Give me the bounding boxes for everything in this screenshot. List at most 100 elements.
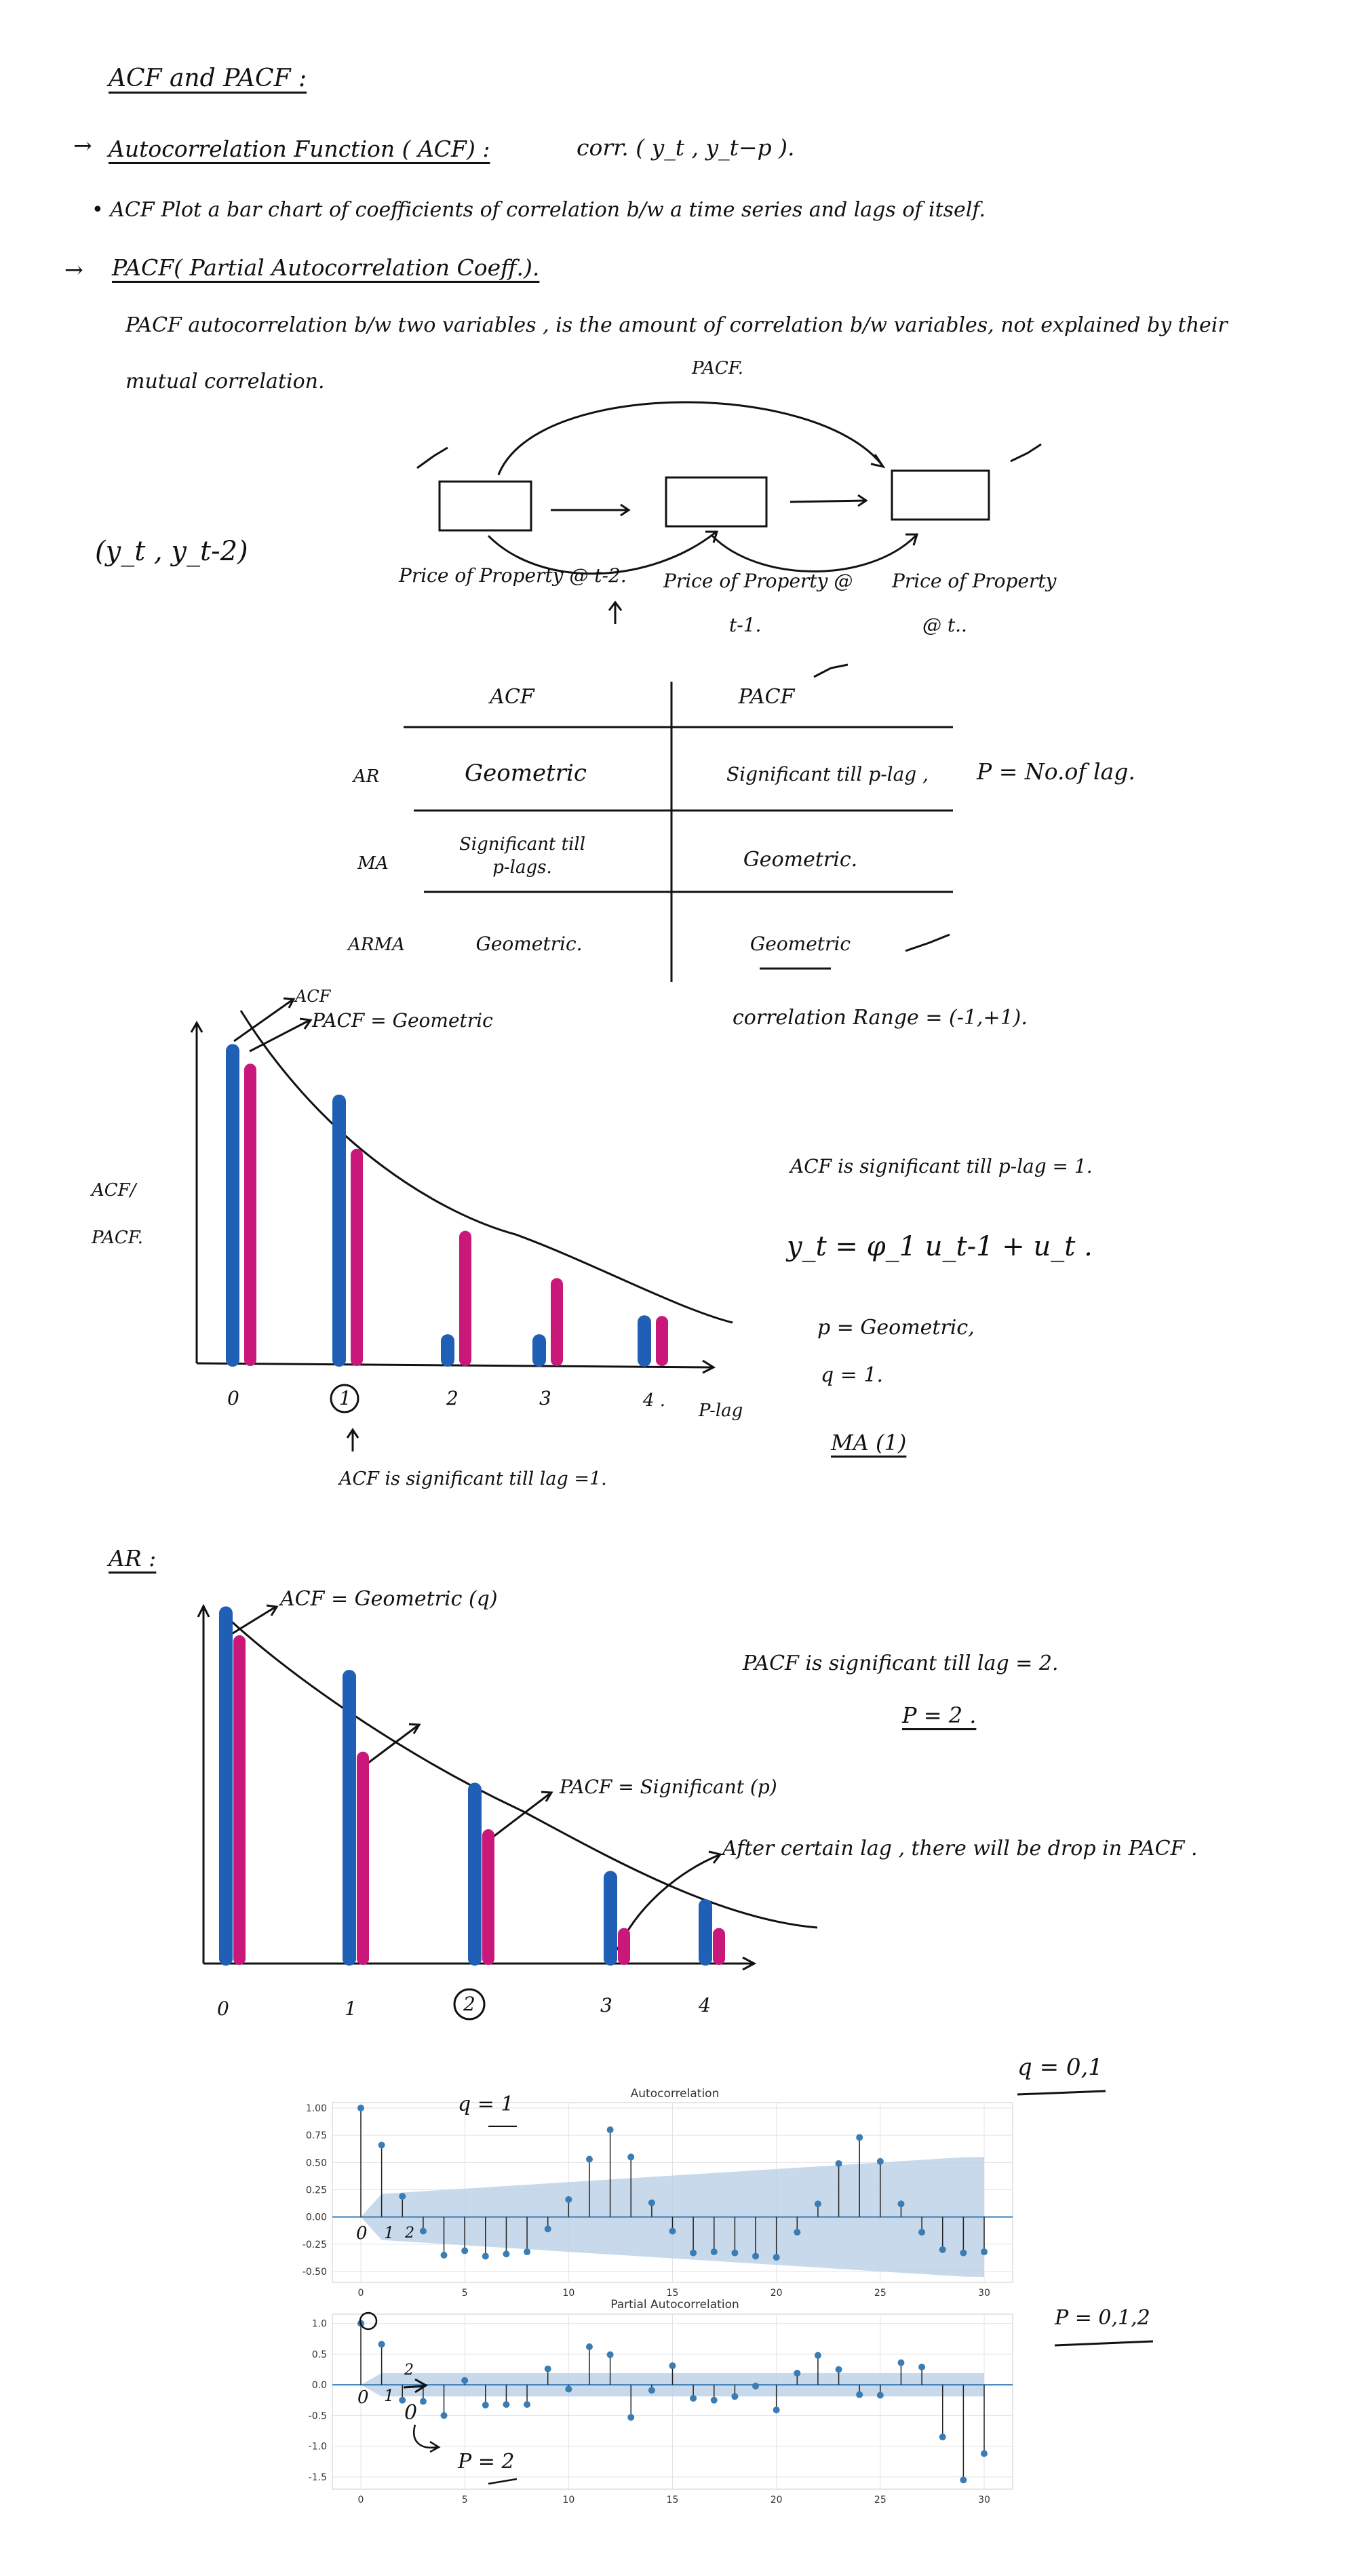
pacf-point [399, 2396, 406, 2404]
pacf-point [524, 2401, 531, 2408]
pacf-xtick-label: 25 [874, 2495, 886, 2505]
acf-ytick-label: 0.50 [306, 2158, 327, 2168]
ma-note-2: y_t = φ_1 u_t-1 + u_t . [787, 1231, 1093, 1262]
pacf-point [606, 2351, 614, 2358]
acf-point [690, 2249, 697, 2257]
table-cell-acf: Significant till p-lags. [459, 834, 586, 878]
acf-point [918, 2229, 926, 2236]
table-cell-acf: Geometric. [475, 933, 583, 955]
acf-lag-0: 0 [356, 2223, 368, 2244]
ma-note-3: p = Geometric, [817, 1316, 975, 1340]
acf-point [876, 2158, 884, 2165]
pacf-point [627, 2414, 635, 2421]
pacf-point [690, 2395, 697, 2402]
pacf-xtick-label: 30 [978, 2495, 990, 2505]
ma-note-4: q = 1. [821, 1363, 884, 1387]
ma-pacf-label: PACF = Geometric [312, 1009, 493, 1032]
pacf-point [710, 2396, 718, 2404]
acf-xtick-label: 5 [462, 2288, 468, 2299]
box2-label: Price of Property @ [663, 570, 853, 592]
acf-xtick-label: 20 [771, 2288, 783, 2299]
pacf-point [960, 2476, 967, 2484]
pacf-point [482, 2401, 489, 2408]
pacf-point [856, 2391, 863, 2398]
ma-note-5: MA (1) [831, 1430, 907, 1456]
pacf-point [835, 2366, 842, 2373]
acf-point [897, 2200, 905, 2208]
acf-point [461, 2247, 469, 2255]
acf-bullet: • ACF Plot a bar chart of coefficients o… [92, 198, 986, 222]
pacf-xtick-label: 20 [771, 2495, 783, 2505]
acf-point [585, 2155, 593, 2163]
ma-tick-1: 1 [339, 1387, 351, 1409]
pacf-ytick-label: 0.5 [312, 2349, 327, 2360]
pacf-point [544, 2365, 551, 2373]
pacf-point [461, 2377, 469, 2384]
pacf-point [731, 2393, 739, 2400]
pacf-point [897, 2359, 905, 2366]
acf-inline-note: q = 1 [458, 2092, 514, 2116]
acf-point [378, 2141, 385, 2149]
table-cell-pacf: Geometric. [743, 848, 858, 872]
pacf-point [981, 2450, 988, 2457]
acf-ytick-label: 1.00 [306, 2103, 327, 2114]
table-row-model: MA [357, 853, 389, 874]
box3-label-2: @ t.. [922, 614, 967, 636]
arrow-right-icon: → [73, 132, 92, 159]
acf-point [440, 2251, 448, 2259]
pacf-point [378, 2341, 385, 2348]
pacf-point [876, 2392, 884, 2399]
acf-point [856, 2134, 863, 2141]
acf-ytick-label: -0.25 [303, 2240, 327, 2250]
correlation-range: correlation Range = (-1,+1). [733, 1006, 1028, 1030]
acf-point [357, 2105, 364, 2112]
pacf-point [939, 2434, 946, 2441]
ar-tick-1: 1 [345, 1997, 357, 2020]
acf-point [835, 2160, 842, 2167]
box2-label-2: t-1. [729, 614, 762, 636]
acf-point [565, 2196, 572, 2203]
ma-xaxis-label: P-lag [699, 1401, 743, 1421]
acf-definition-label: Autocorrelation Function ( ACF) : [109, 136, 490, 162]
acf-xtick-label: 15 [667, 2288, 679, 2299]
acf-point [731, 2249, 739, 2257]
acf-xtick-label: 10 [562, 2288, 574, 2299]
pacf-ytick-label: -1.5 [309, 2472, 327, 2483]
ma-acf-label: ACF [295, 987, 331, 1006]
acf-xtick-label: 25 [874, 2288, 886, 2299]
acf-point [794, 2229, 801, 2236]
pacf-xtick-label: 10 [562, 2495, 574, 2505]
pacf-definition-label: PACF( Partial Autocorrelation Coeff.). [112, 254, 540, 281]
pacf-xtick-label: 15 [667, 2495, 679, 2505]
ar-acf-label: ACF = Geometric (q) [280, 1587, 498, 1611]
acf-point [752, 2252, 760, 2260]
pacf-ytick-label: 1.0 [312, 2319, 327, 2330]
pacf-lag-2: 2 [404, 2362, 414, 2379]
box1-label: Price of Property @ t-2. [399, 564, 627, 587]
acf-point [939, 2246, 946, 2253]
page-heading: ACF and PACF : [109, 64, 307, 92]
ar-tick-3: 3 [600, 1994, 612, 2016]
table-cell-pacf: Geometric [749, 933, 851, 955]
table-cell-acf: Geometric [465, 760, 587, 787]
ma-note-1: ACF is significant till p-lag = 1. [790, 1155, 1093, 1177]
box3-label: Price of Property [892, 570, 1057, 592]
acf-lag-1: 1 [384, 2223, 395, 2242]
acf-point [524, 2248, 531, 2256]
table-header-pacf: PACF [738, 685, 795, 709]
q-note: q = 0,1 [1017, 2054, 1103, 2081]
ar-pacf-label: PACF = Significant (p) [560, 1776, 777, 1798]
acf-point [544, 2225, 551, 2233]
pacf-point [794, 2369, 801, 2377]
acf-point [606, 2126, 614, 2134]
acf-point [419, 2227, 427, 2235]
acf-ytick-label: 0.75 [306, 2130, 327, 2141]
acf-point [960, 2249, 967, 2257]
pacf-point [752, 2382, 760, 2389]
acf-point [503, 2250, 510, 2258]
